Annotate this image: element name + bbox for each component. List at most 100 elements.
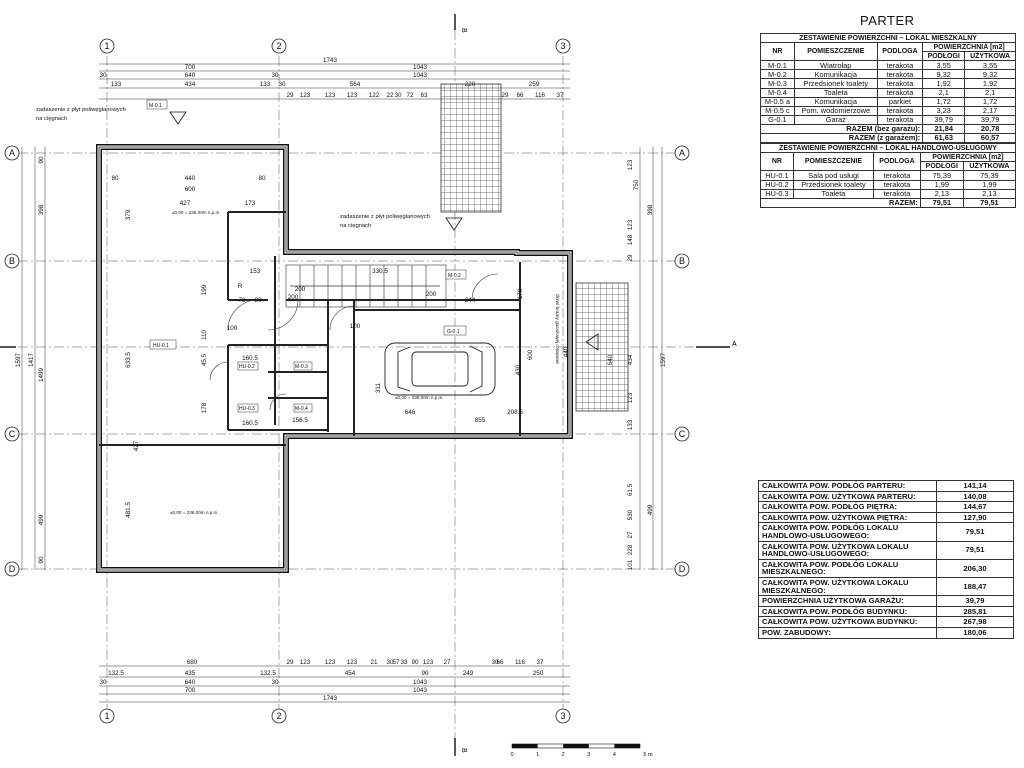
table-cell: 1,72 — [922, 96, 966, 107]
summary-value: 285,81 — [936, 605, 1014, 618]
summary-value: 180,06 — [936, 626, 1014, 639]
summary-value: 141,14 — [936, 480, 1014, 492]
table-cell: 75,39 — [919, 170, 964, 181]
grid-col-1-top: 1 — [104, 41, 109, 51]
table-cell: Przedsionek toalety — [792, 179, 875, 190]
dim-right: 1597 — [660, 353, 667, 368]
dim-right: 61.5 — [627, 483, 634, 496]
page-title: PARTER — [860, 13, 915, 28]
table-cell: terakota — [876, 114, 924, 125]
col-area: POWIERZCHNIA [m2] — [922, 42, 1016, 53]
car-outline — [384, 342, 496, 396]
summary-value: 267,98 — [936, 616, 1014, 628]
summary-row: CAŁKOWITA POW. PODŁÓG PIĘTRA:144,67 — [758, 501, 1014, 513]
scale-tick-label: 1 — [536, 752, 539, 758]
table-cell: M-0.5 a — [760, 96, 795, 107]
table-cell: 39,79 — [964, 114, 1016, 125]
interior-dim: 600 — [527, 349, 534, 360]
dim-top-r5: 123 — [325, 92, 336, 99]
dim-bottom-r1: 21 — [370, 659, 378, 666]
table-cell: HU-0.1 — [760, 170, 794, 181]
dim-top-r5: 122 — [369, 92, 380, 99]
dim-top-r3: 30 — [99, 72, 107, 79]
level-note-garage: ±0,00 = 236,00m n.p.m. — [395, 395, 444, 400]
dim-right: 27 — [627, 531, 634, 539]
summary-row: POWIERZCHNIA UŻYTKOWA GARAŻU:39,79 — [758, 595, 1014, 607]
summary-value: 188,47 — [936, 576, 1014, 597]
scale-tick-label: 3 — [587, 752, 590, 758]
dim-bottom-r1: 57 — [392, 659, 400, 666]
canopy-notes: zadaszenie z płyt poliwęglanowych na cię… — [36, 107, 430, 229]
level-note-hu: ±0,00 = 236,00m n.p.m. — [172, 210, 221, 215]
summary-label: CAŁKOWITA POW. UŻYTKOWA PIĘTRA: — [758, 511, 937, 524]
room-tag-m-0-3: M-0.3 — [295, 364, 308, 370]
exterior-walls — [96, 144, 573, 573]
dim-bottom-r2: 454 — [345, 670, 356, 677]
col-usable-area: UŻYTKOWA — [964, 51, 1016, 62]
interior-dim: 100 — [350, 323, 361, 330]
summary-label: POW. ZABUDOWY: — [758, 626, 937, 639]
summary-label: CAŁKOWITA POW. UŻYTKOWA LOKALU HANDLOWO-… — [758, 540, 937, 560]
interior-dim: 110 — [201, 329, 208, 340]
col-area: POWIERZCHNIA [m2] — [919, 152, 1017, 163]
dim-bottom-r2: 132.5 — [108, 670, 124, 677]
room-tag-m-0-2: M-0.2 — [448, 273, 461, 279]
interior-dim: 80 — [254, 297, 262, 304]
table-total-cell: 60,57 — [964, 133, 1016, 144]
dim-bottom-r3: 640 — [185, 679, 196, 686]
room-tag-hu-0-1: HU-0.1 — [153, 343, 169, 349]
section-b-label-bottom: B — [460, 748, 467, 753]
dim-bottom-r3: 1043 — [413, 679, 428, 686]
dim-bottom-overall: 1743 — [323, 695, 338, 702]
dim-top-r2: 1043 — [413, 64, 428, 71]
table-cell: HU-0.2 — [760, 179, 794, 190]
summary-row: CAŁKOWITA POW. PODŁÓG PARTERU:141,14 — [758, 480, 1014, 492]
dim-top-r4: 133 — [111, 81, 122, 88]
dim-right: 499 — [647, 504, 654, 515]
grid-col-3-top: 3 — [560, 41, 565, 51]
summary-value: 79,51 — [936, 522, 1014, 542]
dim-top-r5: 37 — [556, 92, 564, 99]
table-cell: HU-0.3 — [760, 188, 794, 199]
dim-bottom-r1: 123 — [347, 659, 358, 666]
table-cell: Sala pod usługi — [792, 170, 875, 181]
summary-value: 79,51 — [936, 540, 1014, 560]
table-total-cell: 61,63 — [922, 133, 966, 144]
scale-tick-label: 2 — [562, 752, 565, 758]
table-cell: 39,79 — [922, 114, 966, 125]
summary-label: POWIERZCHNIA UŻYTKOWA GARAŻU: — [758, 595, 937, 607]
grid-col-3-bottom: 3 — [560, 711, 565, 721]
section-b-label-top: B — [460, 28, 467, 33]
col-floor: PODLOGA — [876, 42, 924, 62]
dim-top-r5: 63 — [420, 92, 428, 99]
grid-col-2-bottom: 2 — [276, 711, 281, 721]
table-cell: 9,32 — [922, 69, 966, 80]
level-notes: ±0,00 = 236,00m n.p.m. ±0,00 = 236,00m n… — [170, 210, 444, 515]
canopy-note-2-line2: na cięgnach — [340, 223, 371, 229]
interior-dim: 160.5 — [242, 420, 258, 427]
dimension-lines — [21, 63, 663, 703]
dim-bottom-r1: 90 — [411, 659, 419, 666]
dim-top-r4: 220 — [465, 81, 476, 88]
canopy-note-2-line1: zadaszenie z płyt poliwęglanowych — [340, 214, 430, 220]
table-cell: 3,23 — [922, 105, 966, 116]
col-room: POMIESZCZENIE — [792, 152, 875, 172]
room-tags: HU-0.1 G-0.1 M-0.1 M-0.2 M-0.3 M-0.4 HU-… — [146, 99, 467, 413]
interior-dim: 178 — [201, 402, 208, 413]
summary-label: CAŁKOWITA POW. PODŁÓG LOKALU HANDLOWO-US… — [758, 522, 937, 542]
interior-dim: 173 — [245, 200, 256, 207]
dim-left: 90 — [38, 556, 45, 564]
summary-row: CAŁKOWITA POW. UŻYTKOWA LOKALU MIESZKALN… — [758, 576, 1014, 597]
interior-dim: 80 — [111, 175, 119, 182]
summary-row: CAŁKOWITA POW. PODŁÓG LOKALU HANDLOWO-US… — [758, 522, 1014, 542]
